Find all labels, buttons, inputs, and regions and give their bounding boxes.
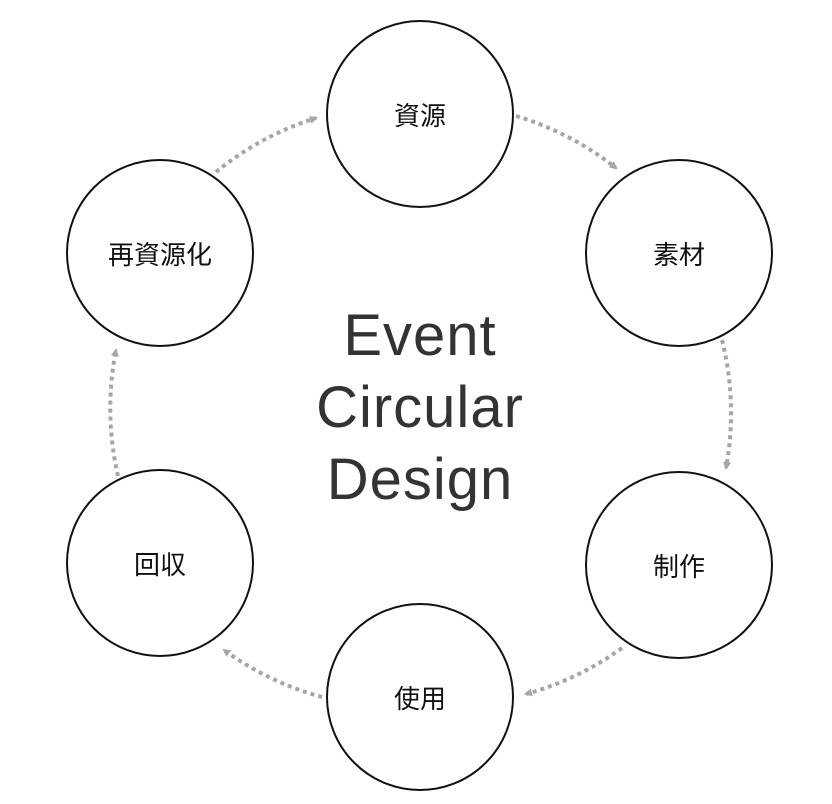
node-label: 素材 (652, 240, 705, 271)
arrow-use-to-collection (222, 648, 323, 699)
node-material: 素材 (585, 159, 773, 347)
node-label: 制作 (652, 552, 705, 583)
node-label: 再資源化 (107, 240, 212, 271)
node-use: 使用 (326, 603, 514, 791)
title-line: Event (343, 303, 497, 368)
node-production: 制作 (585, 471, 773, 659)
arrow-resource-to-material (515, 114, 618, 170)
arrow-production-to-use (524, 646, 624, 697)
title-line: Design (326, 447, 514, 512)
arrow-collection-to-recycle (108, 348, 120, 477)
center-title: Event Circular Design (270, 300, 570, 516)
node-resource: 資源 (326, 20, 514, 208)
node-label: 資源 (393, 101, 446, 132)
arrow-recycle-to-resource (214, 115, 318, 174)
arrow-material-to-production (720, 339, 734, 470)
node-label: 回収 (133, 550, 186, 581)
node-recycle: 再資源化 (66, 159, 254, 347)
title-line: Circular (316, 375, 524, 440)
node-label: 使用 (393, 684, 446, 715)
node-collection: 回収 (66, 469, 254, 657)
